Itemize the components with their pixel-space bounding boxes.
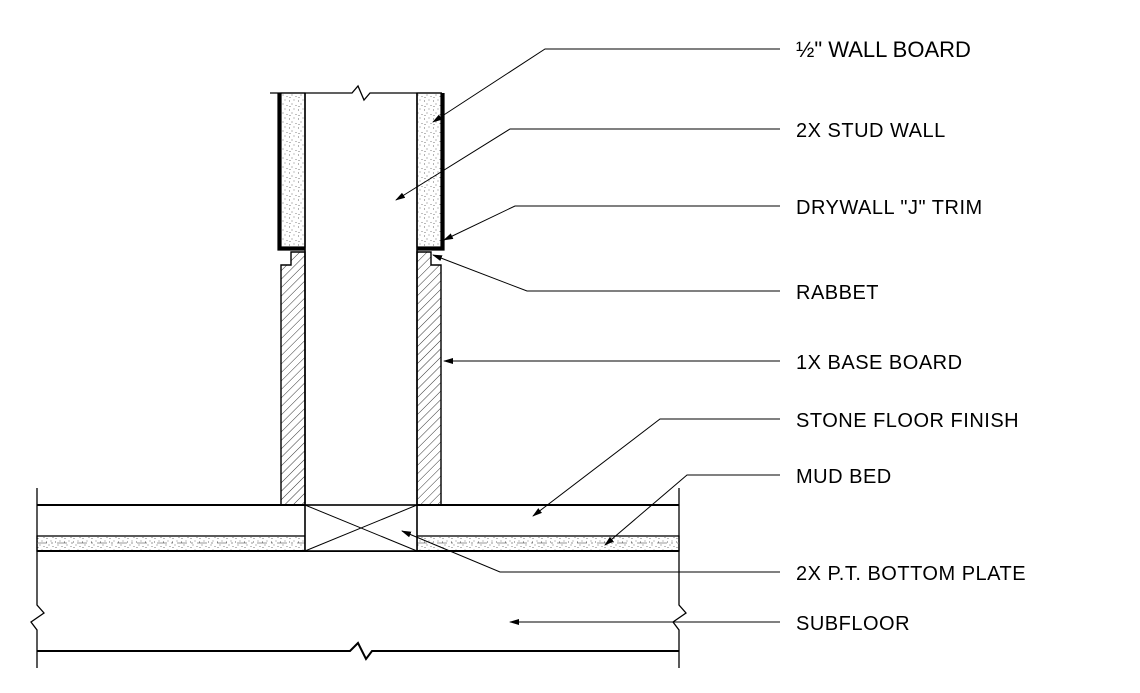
label-wall-board: ½" WALL BOARD [796, 37, 971, 62]
mud-bed-left [36, 535, 306, 552]
leader-wall-board [432, 48, 780, 123]
label-subfloor: SUBFLOOR [796, 613, 910, 635]
leader-lines [395, 48, 780, 625]
base-board-right [416, 251, 442, 506]
leader-bottom-plate [401, 530, 780, 573]
mud-bed-right [416, 535, 680, 552]
floor-right-edge [672, 488, 687, 668]
leader-drywall-trim [443, 205, 780, 241]
drywall-j-trim [277, 93, 445, 251]
label-drywall-trim: DRYWALL "J" TRIM [796, 197, 983, 219]
label-base-board: 1X BASE BOARD [796, 352, 963, 374]
base-board [280, 251, 442, 506]
label-bottom-plate: 2X P.T. BOTTOM PLATE [796, 563, 1026, 585]
leader-stone-floor [532, 418, 780, 517]
wall-board [280, 92, 442, 248]
label-rabbet: RABBET [796, 282, 879, 304]
base-board-left [280, 251, 306, 506]
floor-assembly [30, 488, 687, 668]
leader-mud-bed [604, 474, 780, 546]
labels: ½" WALL BOARD 2X STUD WALL DRYWALL "J" T… [796, 37, 1026, 635]
floor-left-edge [30, 488, 45, 668]
bottom-plate [304, 504, 418, 552]
subfloor-bottom [37, 641, 679, 661]
label-stud-wall: 2X STUD WALL [796, 120, 946, 142]
label-stone-floor: STONE FLOOR FINISH [796, 410, 1019, 432]
leader-rabbet [432, 254, 780, 292]
label-mud-bed: MUD BED [796, 466, 892, 488]
leader-stud-wall [395, 128, 780, 201]
